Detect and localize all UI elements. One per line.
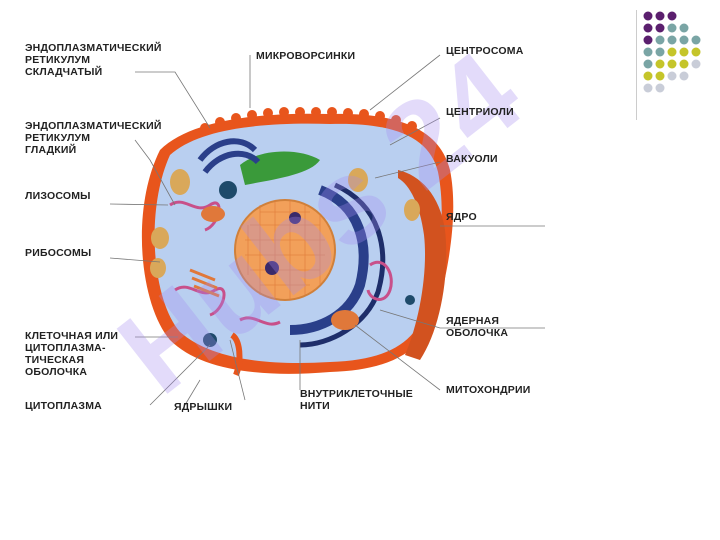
- nuclear-envelope-outer: [299, 182, 386, 348]
- nucleolus-2: [265, 261, 279, 275]
- label-nuclear-envelope: ЯДЕРНАЯ ОБОЛОЧКА: [446, 315, 509, 339]
- dot-row-2: [643, 23, 689, 33]
- vacuole-3: [151, 227, 169, 249]
- leader-lines: [109, 54, 545, 406]
- label-mitochondria: МИТОХОНДРИИ: [446, 384, 531, 396]
- label-microvilli: МИКРОВОРСИНКИ: [256, 50, 356, 62]
- label-vacuoles: ВАКУОЛИ: [446, 153, 498, 165]
- vacuole-2: [348, 168, 368, 192]
- label-er-rough: ЭНДОПЛАЗМАТИЧЕСКИЙ РЕТИКУЛУМ СКЛАДЧАТЫЙ: [25, 42, 162, 78]
- dot-row-7: [643, 83, 665, 93]
- vacuole-4: [150, 258, 166, 278]
- microvilli: [200, 107, 417, 133]
- ribosomes: [189, 268, 220, 298]
- vacuole-5: [404, 199, 420, 221]
- vesicle-dark: [203, 333, 217, 347]
- nuclear-envelope: [289, 185, 369, 335]
- membrane-fold: [229, 332, 243, 377]
- label-nucleus: ЯДРО: [446, 211, 477, 223]
- mitochondrion-1: [331, 310, 359, 330]
- decorative-dots: [636, 10, 701, 120]
- label-centrioles: ЦЕНТРИОЛИ: [446, 106, 514, 118]
- cell-cut-face: [398, 170, 447, 360]
- dot-row-3: [643, 35, 701, 45]
- dot-row-6: [643, 71, 689, 81]
- label-filaments: ВНУТРИКЛЕТОЧНЫЕ НИТИ: [300, 388, 414, 412]
- mitochondrion-2: [201, 206, 225, 222]
- label-nucleoli: ЯДРЫШКИ: [174, 401, 233, 413]
- label-cytoplasm: ЦИТОПЛАЗМА: [25, 400, 102, 412]
- nucleus-pattern: [245, 200, 325, 300]
- label-ribosomes: РИБОСОМЫ: [25, 247, 92, 259]
- nucleolus-1: [289, 212, 301, 224]
- vacuole-1: [170, 169, 190, 195]
- rough-er: [197, 138, 261, 174]
- dot-row-4: [643, 47, 701, 57]
- dot-row-5: [643, 59, 701, 69]
- label-membrane: КЛЕТОЧНАЯ ИЛИ ЦИТОПЛАЗМА- ТИЧЕСКАЯ ОБОЛО…: [25, 330, 119, 378]
- centrosome-vesicle: [219, 181, 237, 199]
- dot-row-1: [643, 11, 677, 21]
- label-lysosomes: ЛИЗОСОМЫ: [25, 190, 91, 202]
- label-er-smooth: ЭНДОПЛАЗМАТИЧЕСКИЙ РЕТИКУЛУМ ГЛАДКИЙ: [25, 120, 162, 156]
- vesicle-dark-right: [405, 295, 415, 305]
- label-centrosome: ЦЕНТРОСОМА: [446, 45, 524, 57]
